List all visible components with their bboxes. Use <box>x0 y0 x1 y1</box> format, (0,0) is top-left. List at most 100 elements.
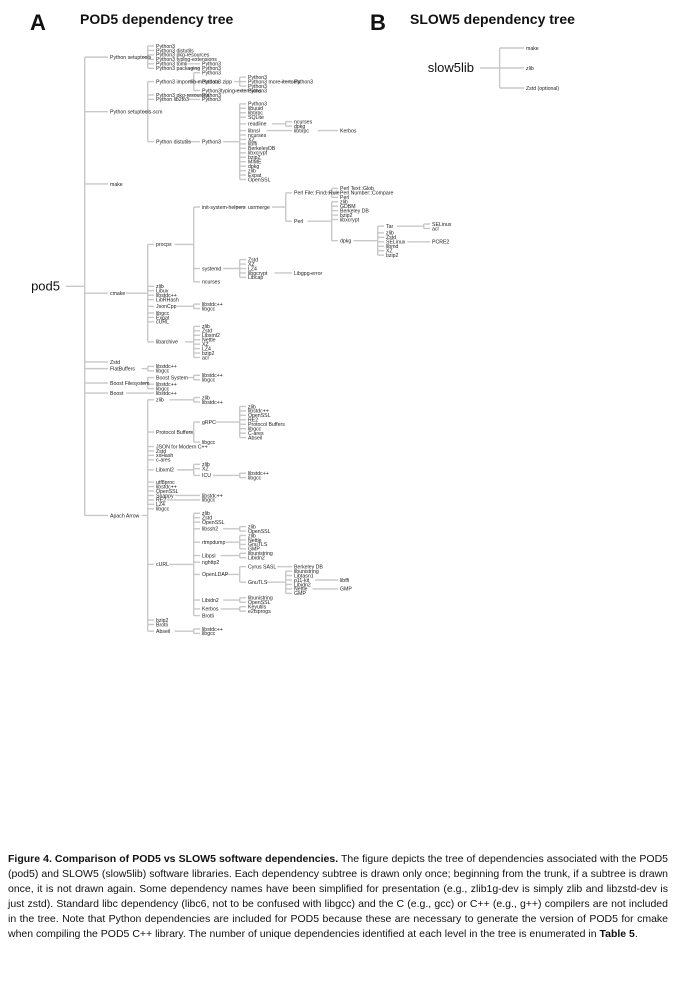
a-node-snappy: Snappy <box>156 493 174 499</box>
a-node-bzip2: bzip2 <box>156 618 169 624</box>
a-node-python3-pkg-resources: Python3 pkg-resources <box>156 53 210 59</box>
a-node-re2: RE2 <box>248 418 258 424</box>
a-node-python3-packaging: Python3 packaging <box>156 66 200 72</box>
a-node-zstd: Zstd <box>386 235 396 241</box>
a-node-flatbuffers: FlatBuffers <box>110 366 135 372</box>
a-node-python-setuptools-scm: Python setuptools-scm <box>110 109 162 115</box>
a-node-icu: ICU <box>202 473 211 479</box>
a-node-libmd: libmd <box>386 244 399 250</box>
a-node-libstdc: libstdc++ <box>248 409 269 415</box>
panel-a-title: POD5 dependency tree <box>80 11 233 27</box>
a-node-perl-file-find-rule: Perl File::Find::Rule <box>294 191 340 197</box>
a-node-rtmpdump: rtmpdump <box>202 540 225 546</box>
a-node-libgcc: libgcc <box>156 507 170 513</box>
a-node-boost-filesystem: Boost Filesystem <box>110 381 150 387</box>
figure-caption: Figure 4. Comparison of POD5 vs SLOW5 so… <box>8 852 668 942</box>
a-node-protocol-buffers: Protocol Buffers <box>248 422 285 428</box>
a-node-libgcc: libgcc <box>202 378 216 384</box>
a-node-openssl: OpenSSL <box>248 177 271 183</box>
a-node-p11-kit: p11-kit <box>294 578 310 584</box>
a-node-jsoncpp: JsonCpp <box>156 304 177 310</box>
a-node-grpc: gRPC <box>202 420 216 426</box>
a-node-tar: Tar <box>386 224 393 230</box>
panel-b-title: SLOW5 dependency tree <box>410 11 575 27</box>
a-node-berkeley-db: Berkeley DB <box>294 564 323 570</box>
a-node-gmp: GMP <box>294 591 306 597</box>
a-node-libcap: Libcap <box>248 275 263 281</box>
caption-table-ref: Table 5 <box>599 928 635 940</box>
a-node-python3: Python3 <box>202 62 221 68</box>
a-node-libgcc: libgcc <box>202 498 216 504</box>
a-node-abseil: Abseil <box>248 435 262 441</box>
a-node-zlib: zlib <box>248 533 256 539</box>
a-node-zstd: Zstd <box>156 449 166 455</box>
a-node-python3: Python3 <box>202 97 221 103</box>
a-node-python3-importlib-metadata: Python3 importlib-metadata <box>156 79 220 85</box>
a-node-nghttp2: nghttp2 <box>202 560 219 566</box>
a-node-libstdc: libstdc++ <box>156 391 177 397</box>
a-node-libxml2: Libxml2 <box>156 468 174 474</box>
a-node-openssl: OpenSSL <box>248 413 271 419</box>
a-node-gdbm: GDBM <box>340 204 356 210</box>
a-node-python3: Python3 <box>156 44 175 50</box>
a-node-openssl: OpenSSL <box>202 520 225 526</box>
a-node-zlib: zlib <box>202 395 210 401</box>
a-node-bzip2: bzip2 <box>386 253 399 259</box>
a-node-systemd: systemd <box>202 266 221 272</box>
a-node-lz4: LZ4 <box>248 266 257 272</box>
a-node-libidn2: Libidn2 <box>202 598 219 604</box>
a-node-libgpg-error: Libgpg-error <box>294 271 323 277</box>
a-node-python3: Python3 <box>202 93 221 99</box>
a-node-zlib: zlib <box>156 284 164 290</box>
b-node-zlib: zlib <box>526 66 534 72</box>
a-node-openldap: OpenLDAP <box>202 572 229 578</box>
a-node-libunistring: libunistring <box>294 569 319 575</box>
a-node-libgcc: libgcc <box>202 631 216 637</box>
a-node-libstdc: libstdc++ <box>156 382 177 388</box>
a-node-libtirpc: libtirpc <box>248 111 263 117</box>
a-node-libstdc: libstdc++ <box>202 373 223 379</box>
b-node-make: make <box>526 46 539 52</box>
a-node-libgcc: libgcc <box>202 440 216 446</box>
a-node-make: make <box>110 182 123 188</box>
a-node-libxcrypt: libxcrypt <box>340 217 360 223</box>
a-node-libuv: Libuv <box>156 289 169 295</box>
a-node-libstdc: libstdc++ <box>202 627 223 633</box>
panel-b-letter: B <box>370 10 386 35</box>
a-node-perl-number-compare: Perl Number::Compare <box>340 191 393 197</box>
a-node-keyutils: Keyutils <box>248 605 267 611</box>
a-node-openssl: OpenSSL <box>248 600 271 606</box>
a-node-libunistring: libunistring <box>248 551 273 557</box>
a-node-perl-text-glob: Perl Text::Glob <box>340 186 374 192</box>
a-node-bzip2: bzip2 <box>340 213 353 219</box>
a-node-openssl: OpenSSL <box>156 489 179 495</box>
a-node-xz: XZ <box>386 249 393 255</box>
a-node-zlib: zlib <box>248 524 256 530</box>
caption-end: . <box>634 928 638 940</box>
a-node-curl: cURL <box>156 562 169 568</box>
a-node-libgcc: libgcc <box>248 475 262 481</box>
a-node-python3-tomli: Python3 tomli <box>156 62 187 68</box>
a-node-usrmerge: usrmerge <box>248 205 270 211</box>
a-node-libtasn1: Libtasn1 <box>294 573 314 579</box>
a-node-zlib: zlib <box>156 398 164 404</box>
dependency-tree-figure: A POD5 dependency tree B SLOW5 dependenc… <box>30 10 575 637</box>
a-node-readline: readline <box>248 122 267 128</box>
a-node-ncurses: ncurses <box>248 133 267 139</box>
a-node-zstd: Zstd <box>202 516 212 522</box>
a-node-libffi: libffi <box>248 142 257 148</box>
a-node-python3: Python3 <box>202 139 221 145</box>
a-node-zlib: zlib <box>248 168 256 174</box>
a-node-mime: MIME <box>248 160 262 166</box>
a-node-zlib: zlib <box>386 231 394 237</box>
a-node-cmake: cmake <box>110 291 125 297</box>
a-node-python3-pkg-resources: Python3 pkg-resources <box>156 93 210 99</box>
a-node-gmp: GMP <box>340 587 352 593</box>
a-node-zlib: zlib <box>202 511 210 517</box>
a-node-libgcrypt: libgcrypt <box>248 271 268 277</box>
a-node-xz: XZ <box>202 467 209 473</box>
a-node-python3: Python3 <box>202 66 221 72</box>
a-node-libssh2: libssh2 <box>202 527 218 533</box>
a-node-abseil: Abseil <box>156 629 170 635</box>
